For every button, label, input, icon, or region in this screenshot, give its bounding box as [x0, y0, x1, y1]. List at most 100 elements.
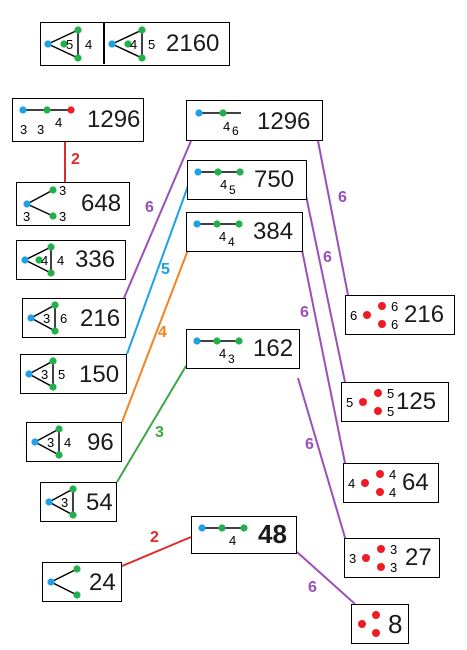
- mark: 3: [23, 209, 30, 224]
- node-r216: 6 6 6 216: [345, 295, 455, 335]
- edge-m1296-r216: [317, 140, 349, 296]
- node-l216: 3 6 216: [22, 298, 126, 338]
- node-value: 27: [405, 544, 432, 571]
- mark: 5: [387, 404, 394, 419]
- edge-label: 6: [308, 579, 317, 596]
- mark: 6: [350, 308, 357, 323]
- mark: 4: [64, 435, 71, 450]
- top-node: 5 4 4 5 2160: [40, 22, 230, 66]
- edge-l24-m48: [121, 536, 192, 567]
- edge-l150-m750: [126, 185, 189, 355]
- linear-diagram: 4 5: [194, 168, 244, 197]
- mark: 3: [61, 495, 68, 510]
- mark: 4: [229, 533, 236, 548]
- node-r64: 4 4 4 64: [343, 463, 439, 503]
- mark: 3: [43, 311, 50, 326]
- linear-diagram: 4: [198, 524, 248, 548]
- mark: 6: [391, 299, 398, 314]
- edge-label: 6: [323, 249, 332, 266]
- mark: 6: [391, 317, 398, 332]
- edge-l54-m162: [116, 365, 187, 483]
- top-mark-d: 5: [148, 37, 155, 52]
- node-value: 150: [79, 361, 120, 388]
- linear-diagram: 4 6: [195, 109, 241, 138]
- top-diagram-right: 4 5: [108, 26, 155, 62]
- node-m162: 4 3 162: [186, 329, 300, 369]
- top-mark-a: 5: [66, 37, 73, 52]
- mark: 3: [41, 367, 48, 382]
- mark: 3: [37, 122, 44, 137]
- mark: 5: [58, 367, 65, 382]
- mark: 3: [390, 560, 397, 575]
- edge-label: 4: [158, 324, 167, 341]
- node-value: 216: [404, 301, 445, 328]
- edge-label: 6: [305, 436, 314, 453]
- linear-diagram: 4 3: [193, 337, 243, 366]
- mark: 6: [60, 311, 67, 326]
- triangle-diagram: 3 4: [31, 425, 71, 459]
- node-r8: 8: [351, 604, 409, 644]
- node-m1296: 4 6 1296: [186, 100, 323, 141]
- node-value: 162: [253, 335, 294, 362]
- mark: 3: [47, 435, 54, 450]
- mark: 3: [390, 542, 397, 557]
- edge-label: 6: [300, 304, 309, 321]
- triangle-diagram: 3 5: [25, 357, 65, 391]
- node-l150: 3 5 150: [20, 354, 127, 394]
- sub-mark: 5: [229, 183, 236, 197]
- node-value: 648: [81, 190, 122, 217]
- mark: 4: [223, 119, 230, 134]
- node-m48: 4 48: [191, 516, 297, 554]
- sub-mark: 6: [232, 124, 239, 138]
- edge-label: 2: [71, 151, 80, 168]
- node-l24: 24: [42, 562, 122, 602]
- node-value: 54: [86, 489, 113, 516]
- node-value: 1296: [257, 108, 311, 135]
- red-dot-diagram: 5 5 5: [346, 386, 394, 419]
- node-value: 384: [253, 218, 294, 245]
- edge-m750-r125: [303, 185, 346, 383]
- red-dot-diagram: 4 4 4: [348, 467, 396, 500]
- red-dot-diagram: 6 6 6: [350, 299, 398, 332]
- linear-diagram: 4 4: [193, 220, 243, 249]
- edge-label: 2: [150, 529, 159, 546]
- node-l1296: 3 3 4 1296: [12, 98, 144, 142]
- edge-label: 3: [155, 424, 164, 441]
- edge-label: 6: [145, 199, 154, 216]
- mark: 3: [349, 551, 356, 566]
- branched-diagram: 3 3 3: [23, 183, 66, 224]
- top-divider: [103, 23, 105, 64]
- mark: 4: [55, 115, 62, 130]
- edge-m384-r64: [301, 249, 346, 464]
- node-r27: 3 3 3 27: [344, 538, 440, 578]
- node-l648: 3 3 3 648: [16, 182, 130, 226]
- node-value: 96: [87, 429, 114, 456]
- node-l96: 3 4 96: [26, 422, 122, 462]
- mark: 4: [389, 485, 396, 500]
- node-value: 8: [388, 609, 403, 639]
- mark: 4: [220, 177, 227, 192]
- top-mark-c: 4: [130, 37, 137, 52]
- edge-label: 6: [338, 189, 347, 206]
- node-value: 216: [80, 305, 121, 332]
- edge-m48-r8: [296, 551, 356, 605]
- mark: 3: [59, 209, 66, 224]
- mark: 4: [41, 253, 48, 268]
- triangle-diagram: 4 4: [21, 243, 64, 277]
- triangle-diagram: 3: [45, 485, 77, 519]
- red-dot-diagram: [358, 611, 380, 637]
- sub-mark: 4: [228, 235, 235, 249]
- node-value: 750: [254, 166, 295, 193]
- node-l336: 4 4 336: [16, 240, 126, 280]
- mark: 3: [20, 122, 27, 137]
- mark: 3: [59, 183, 66, 198]
- node-value: 1296: [87, 106, 141, 133]
- node-m750: 4 5 750: [187, 160, 307, 200]
- mark: 4: [57, 253, 64, 268]
- mark: 5: [346, 395, 353, 410]
- sub-mark: 3: [228, 352, 235, 366]
- edge-m162-r27: [297, 377, 347, 542]
- node-value: 48: [258, 519, 287, 549]
- top-value: 2160: [166, 30, 220, 57]
